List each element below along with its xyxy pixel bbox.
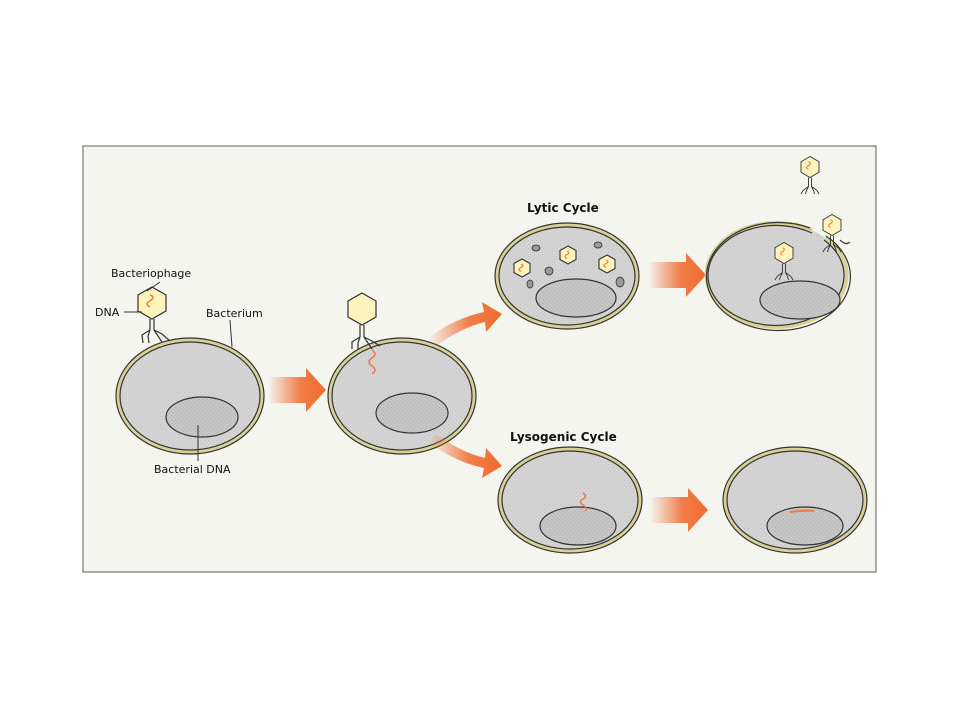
bacteriophage-attaching bbox=[137, 286, 171, 344]
bacterium-cell-lytic-replication bbox=[494, 222, 640, 330]
injected-viral-dna bbox=[368, 349, 376, 375]
arrow-prophage bbox=[650, 488, 708, 532]
bacteriophage-leader-line bbox=[146, 281, 161, 292]
label-dna: DNA bbox=[95, 306, 120, 319]
arrow-injection bbox=[268, 368, 326, 412]
label-bacterial-dna: Bacterial DNA bbox=[154, 463, 231, 476]
bacterial-dna-nucleoid bbox=[165, 396, 239, 438]
bacterium-cell-lysis bbox=[704, 220, 851, 332]
bacterium-leader-line bbox=[229, 319, 233, 348]
arrow-lysis bbox=[648, 253, 706, 297]
bacterium-cell-injection bbox=[327, 337, 477, 455]
arrow-to-lytic bbox=[428, 302, 502, 346]
integrated-prophage-dna bbox=[789, 509, 815, 513]
bacterium-cell-attachment bbox=[115, 337, 265, 455]
arrow-to-lysogenic bbox=[428, 434, 502, 478]
label-bacteriophage: Bacteriophage bbox=[111, 267, 191, 280]
label-lytic-cycle: Lytic Cycle bbox=[527, 201, 599, 215]
label-lysogenic-cycle: Lysogenic Cycle bbox=[510, 430, 617, 444]
empty-bacteriophage bbox=[347, 292, 381, 350]
bacterium-cell-lysogenic-integration bbox=[497, 446, 643, 554]
viral-dna-integrating bbox=[579, 492, 587, 512]
bacterium-cell-prophage bbox=[722, 446, 868, 554]
label-bacterium: Bacterium bbox=[206, 307, 263, 320]
